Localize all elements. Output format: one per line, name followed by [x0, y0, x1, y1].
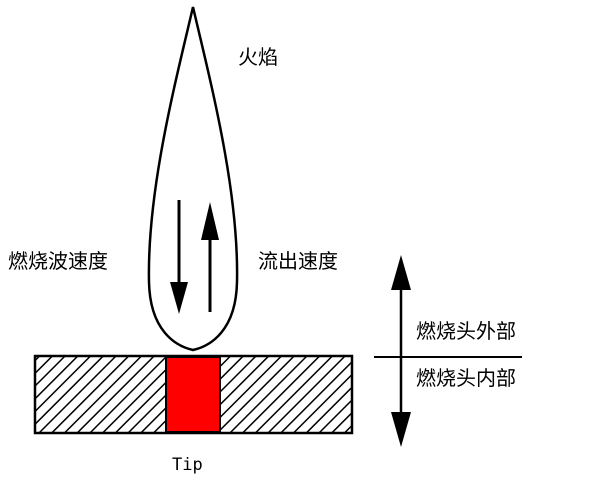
burner-inside-label: 燃烧头内部 — [416, 366, 516, 390]
burner-outside-label: 燃烧头外部 — [416, 319, 516, 343]
flame-outline — [147, 6, 239, 352]
combustion-wave-speed-label: 燃烧波速度 — [8, 249, 108, 273]
flow-speed-label: 流出速度 — [258, 249, 338, 273]
flow-speed-arrow — [201, 202, 219, 312]
tip-label: Tip — [172, 455, 203, 475]
flame-label: 火焰 — [238, 45, 278, 69]
inside-outside-arrow — [391, 255, 411, 447]
combustion-wave-arrow — [170, 200, 188, 314]
burner-tip — [165, 356, 221, 433]
